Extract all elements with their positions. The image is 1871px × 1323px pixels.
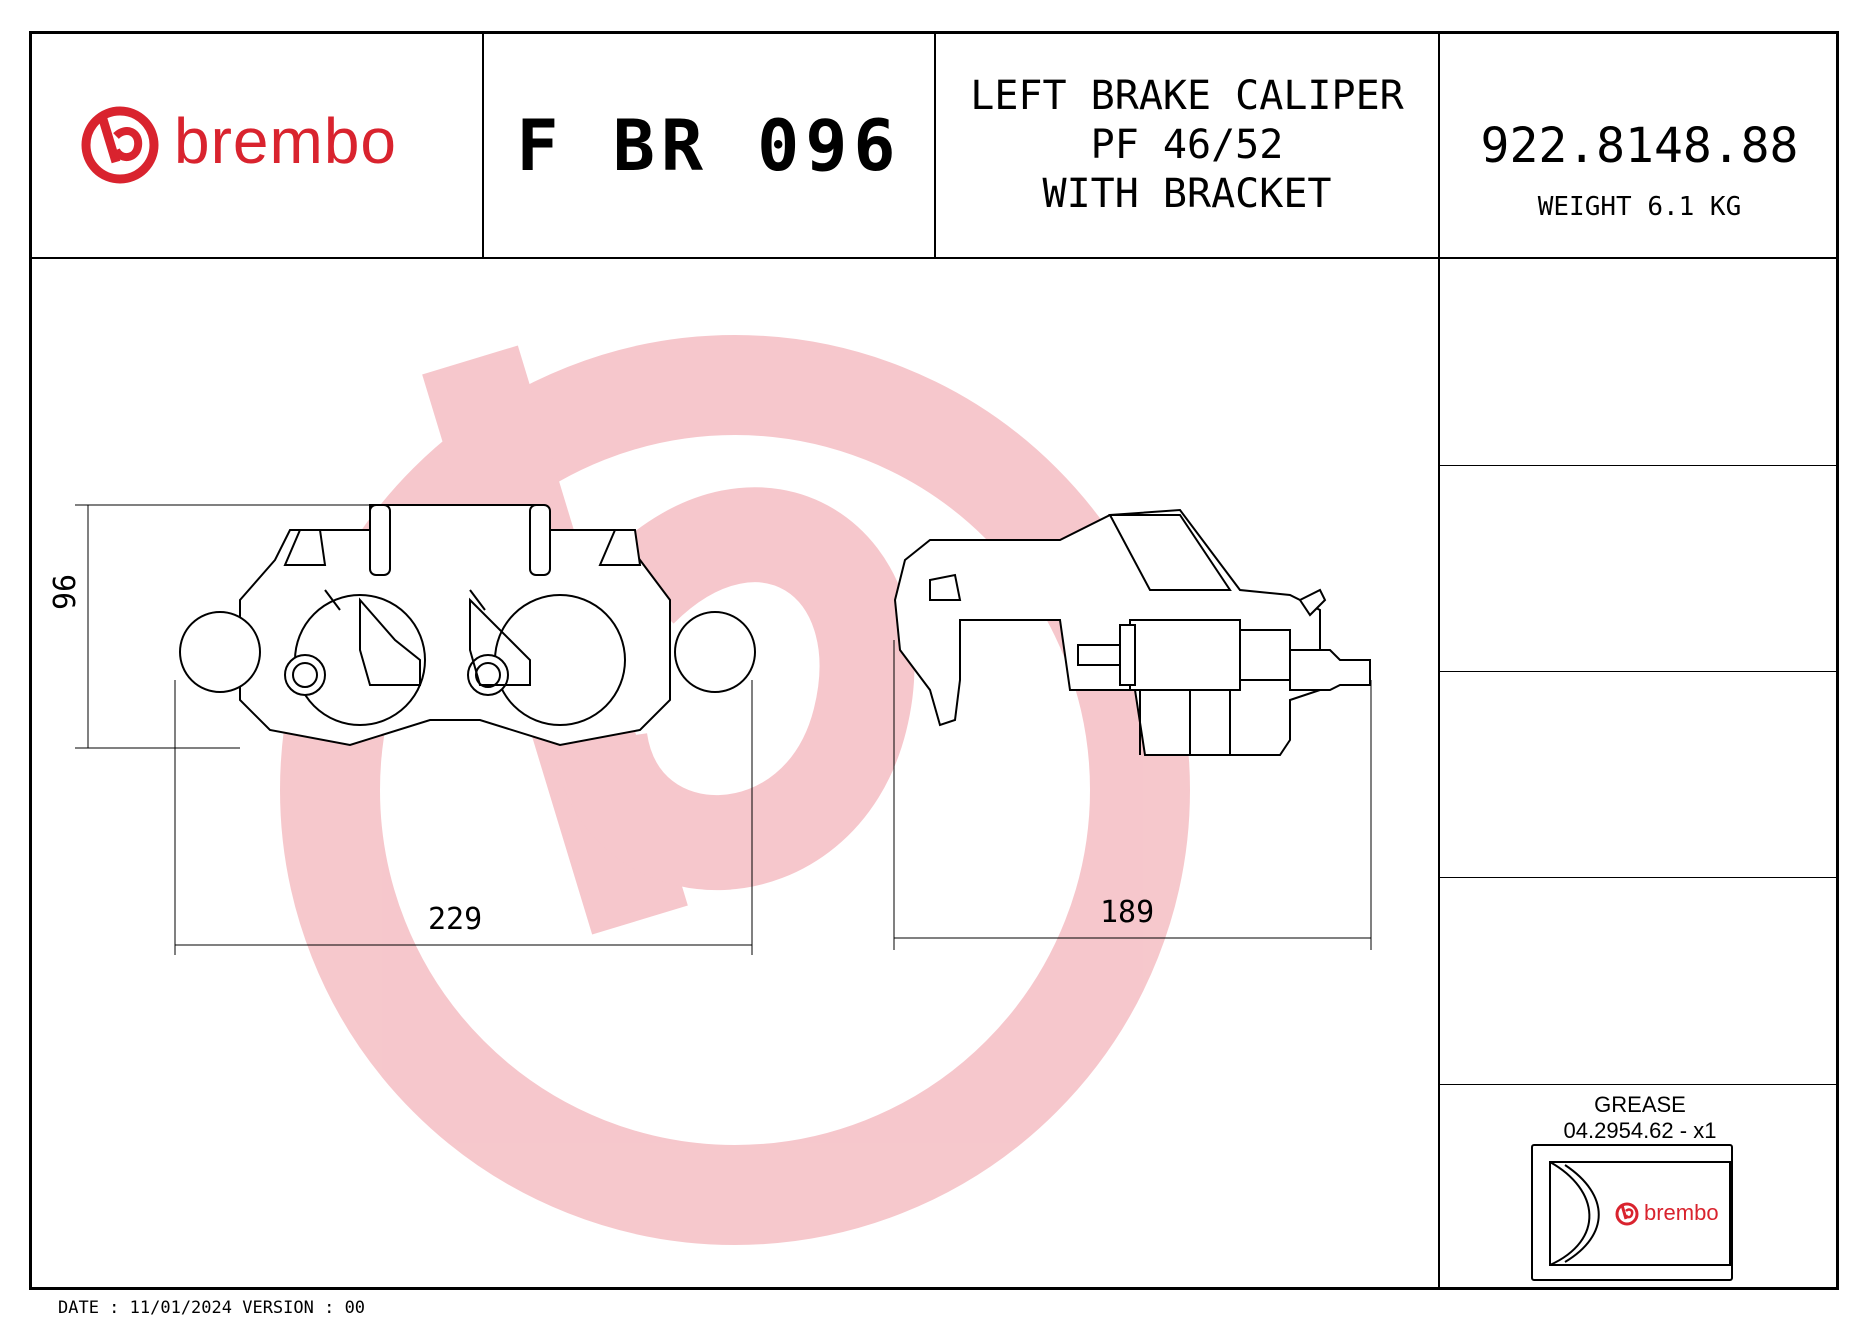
grease-pack-icon (1531, 1144, 1733, 1281)
dimension-lines (75, 504, 1372, 955)
side-row-line (1438, 671, 1839, 672)
brembo-mark-icon (1615, 1202, 1639, 1226)
grease-pack-wordmark: brembo (1644, 1200, 1719, 1225)
header-divider (1438, 31, 1440, 1290)
brembo-mark-icon (81, 106, 159, 184)
side-row-line (1438, 1084, 1839, 1085)
header-divider (934, 31, 936, 259)
brembo-logo: brembo (78, 100, 458, 190)
caliper-front-view (179, 504, 756, 747)
side-width-dimension-label: 189 (1100, 895, 1155, 930)
weight-label: WEIGHT 6.1 KG (1537, 192, 1742, 222)
grease-pack-brand: brembo (1614, 1200, 1734, 1230)
side-row-line (1438, 465, 1839, 466)
caliper-side-view (893, 508, 1371, 756)
side-row-line (1438, 877, 1839, 878)
part-title: LEFT BRAKE CALIPER PF 46/52 WITH BRACKET (936, 72, 1438, 219)
footer-date-version: DATE : 11/01/2024 VERSION : 00 (58, 1298, 366, 1318)
part-title-line: WITH BRACKET (1042, 171, 1332, 217)
front-width-dimension-label: 229 (428, 902, 483, 937)
part-code: F BR 096 (516, 105, 902, 187)
grease-code: 04.2954.62 - x1 (1563, 1118, 1717, 1143)
brand-wordmark: brembo (174, 105, 397, 177)
header-bottom-line (29, 257, 1839, 259)
part-title-line: PF 46/52 (1090, 122, 1284, 168)
height-dimension-label: 96 (48, 573, 83, 610)
grease-label: GREASE (1594, 1092, 1686, 1117)
part-title-line: LEFT BRAKE CALIPER (970, 73, 1404, 119)
reference-number: 922.8148.88 (1480, 118, 1799, 174)
header-divider (482, 31, 484, 259)
